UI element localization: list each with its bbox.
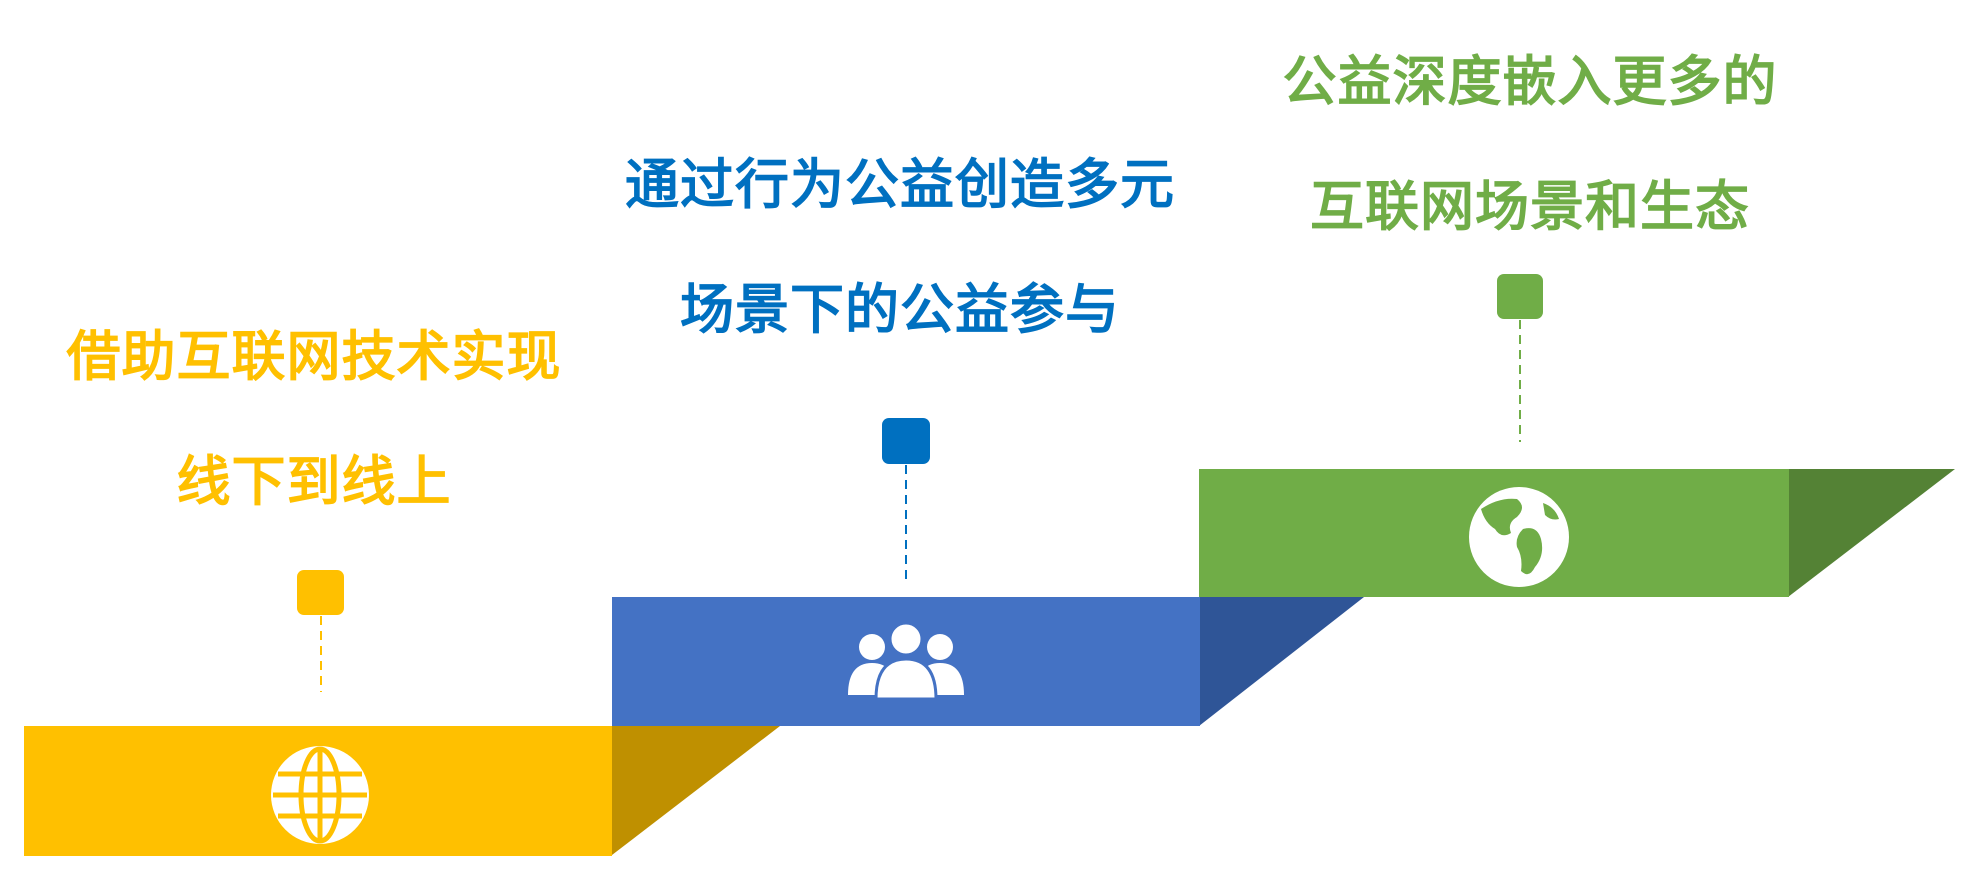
step-2-marker xyxy=(882,418,930,464)
step-1-label-line-2: 线下到线上 xyxy=(176,450,452,513)
globe-grid-icon xyxy=(271,746,369,844)
step-1 xyxy=(24,570,780,856)
step-2-side xyxy=(1199,597,1364,726)
step-1-label-line-1: 借助互联网技术实现 xyxy=(66,325,562,388)
people-group-icon xyxy=(848,621,964,701)
step-1-side xyxy=(612,726,780,855)
step-2-label-line-1: 通过行为公益创造多元 xyxy=(625,153,1175,216)
step-3-label-line-1: 公益深度嵌入更多的 xyxy=(1282,50,1778,113)
step-3 xyxy=(1199,274,1955,597)
step-3-label: 公益深度嵌入更多的 互联网场景和生态 xyxy=(1200,55,1860,255)
step-2 xyxy=(612,418,1364,726)
step-3-marker xyxy=(1497,274,1543,319)
step-2-label: 通过行为公益创造多元 场景下的公益参与 xyxy=(560,158,1240,358)
step-1-label: 借助互联网技术实现 线下到线上 xyxy=(14,330,614,530)
step-2-label-line-2: 场景下的公益参与 xyxy=(680,278,1120,341)
step-3-label-line-2: 互联网场景和生态 xyxy=(1310,175,1750,238)
earth-icon xyxy=(1469,487,1569,587)
step-3-side xyxy=(1788,469,1955,597)
step-1-marker xyxy=(297,570,344,615)
